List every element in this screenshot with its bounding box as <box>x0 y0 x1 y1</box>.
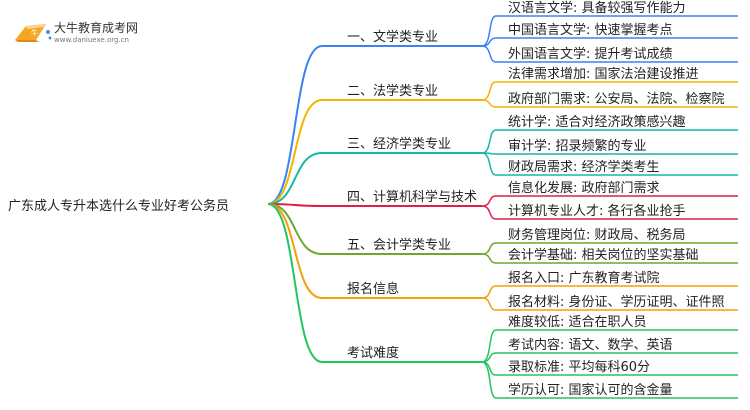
branch-label: 报名信息 <box>347 281 399 297</box>
leaf-connector <box>481 152 497 176</box>
leaf-label: 中国语言文学: 快速掌握考点 <box>508 22 673 38</box>
leaf-label: 政府部门需求: 公安局、法院、检察院 <box>508 92 725 107</box>
connector-lines <box>267 15 738 399</box>
leaf-connector <box>481 81 497 101</box>
leaf-label: 审计学: 招录频繁的专业 <box>508 138 647 154</box>
connector-curve <box>267 203 323 207</box>
leaf-connector <box>481 45 497 63</box>
leaf-label: 计算机专业人才: 各行各业抢手 <box>508 203 686 219</box>
connector-curve <box>267 203 323 255</box>
leaf-label: 统计学: 适合对经济政策感兴趣 <box>508 114 686 130</box>
leaf-connector <box>481 129 497 154</box>
leaf-label: 难度较低: 适合在职人员 <box>508 314 647 330</box>
leaf-connector <box>481 253 497 264</box>
svg-text:牛: 牛 <box>31 28 38 37</box>
leaf-connector <box>481 205 497 220</box>
leaf-label: 考试内容: 语文、数学、英语 <box>508 337 673 353</box>
leaf-connector <box>481 329 497 363</box>
site-logo: 牛 大牛教育成考网 www.daniuexe.org.cn <box>10 14 160 54</box>
leaf-label: 信息化发展: 政府部门需求 <box>508 180 660 196</box>
leaf-connector <box>481 285 497 299</box>
book-icon: 牛 <box>15 24 52 42</box>
leaf-connector <box>481 195 497 207</box>
leaf-connector <box>481 297 497 311</box>
branch-label: 四、计算机科学与技术 <box>347 189 477 205</box>
leaf-label: 外国语言文学: 提升考试成绩 <box>508 46 673 62</box>
connector-curve <box>267 203 323 363</box>
branch-label: 一、文学类专业 <box>347 29 438 45</box>
leaf-label: 报名入口: 广东教育考试院 <box>508 270 660 286</box>
leaf-connector <box>481 99 497 108</box>
connector-curve <box>267 203 323 299</box>
connector-curve <box>267 45 323 205</box>
leaf-label: 学历认可: 国家认可的含金量 <box>508 382 673 398</box>
leaf-label: 报名材料: 身份证、学历证明、证件照 <box>508 294 725 310</box>
leaf-label: 法律需求增加: 国家法治建设推进 <box>508 66 699 82</box>
leaf-label: 财政局需求: 经济学类考生 <box>508 159 660 175</box>
branch-label: 二、法学类专业 <box>347 83 438 99</box>
root-node: 广东成人专升本选什么专业好考公务员 <box>8 198 229 214</box>
leaf-label: 会计学基础: 相关岗位的坚实基础 <box>508 247 699 263</box>
logo-url: www.daniuexe.org.cn <box>54 36 129 44</box>
leaf-connector <box>481 242 497 255</box>
leaf-label: 汉语言文学: 具备较强写作能力 <box>508 0 686 16</box>
branch-label: 考试难度 <box>347 345 399 361</box>
leaf-connector <box>481 15 497 47</box>
connector-curve <box>267 152 323 205</box>
leaf-label: 录取标准: 平均每科60分 <box>508 359 650 375</box>
leaf-label: 财务管理岗位: 财政局、税务局 <box>508 227 686 243</box>
branch-label: 五、会计学类专业 <box>347 237 451 253</box>
branch-label: 三、经济学类专业 <box>347 136 451 152</box>
connector-curve <box>267 99 323 205</box>
leaf-connector <box>481 361 497 399</box>
logo-title: 大牛教育成考网 <box>54 21 139 35</box>
